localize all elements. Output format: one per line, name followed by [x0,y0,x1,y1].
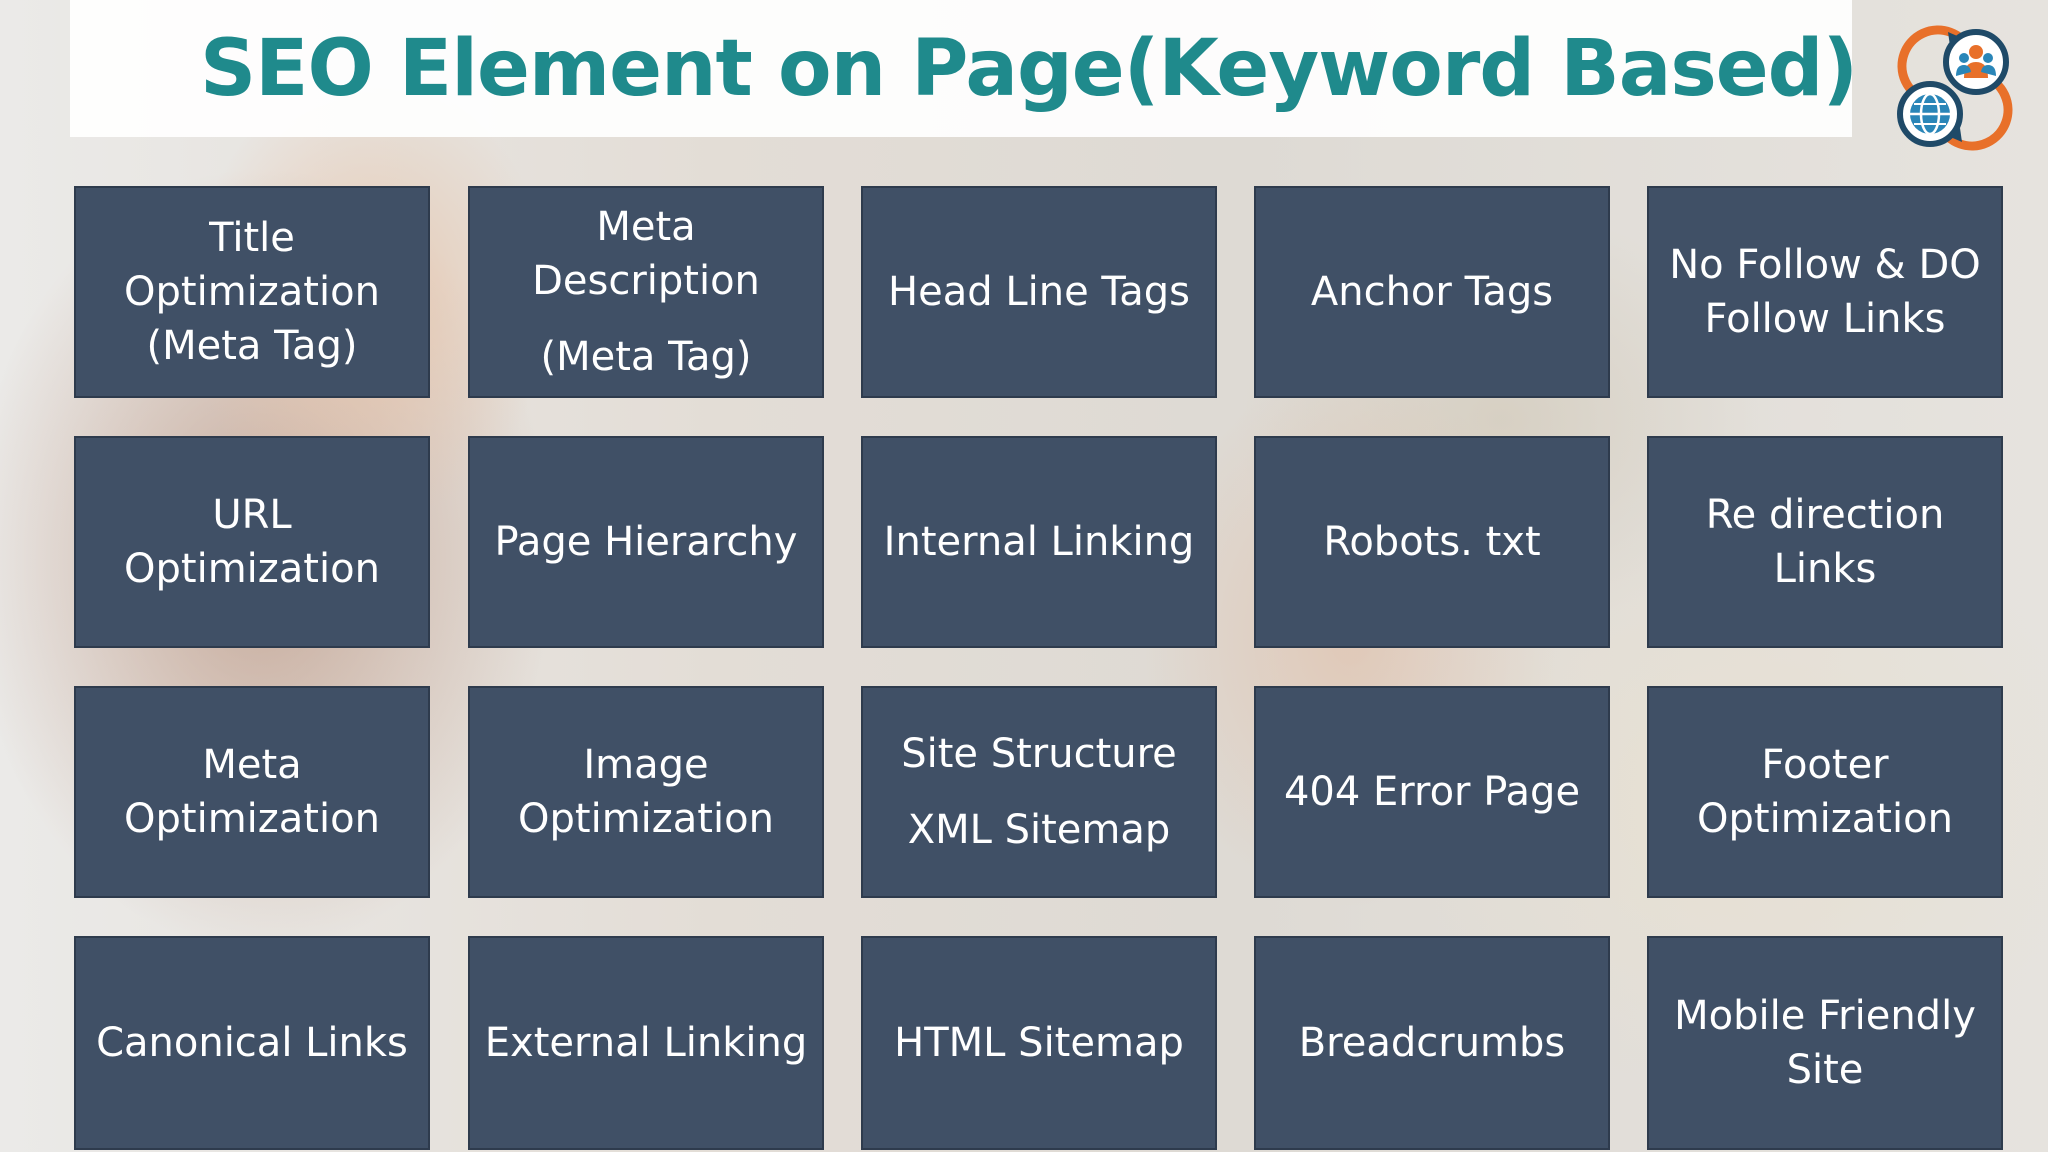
tile-label-line: Re direction [1705,492,1945,538]
page-title: SEO Element on Page(Keyword Based) [200,24,1858,114]
tile-label-line: No Follow & DO [1669,242,1981,288]
tile-label-line: Optimization [124,546,380,592]
tile-label-line: External Linking [484,1020,808,1066]
seo-element-tile: No Follow & DO Follow Links [1647,186,2003,398]
tile-label: Canonical Links [96,1016,408,1070]
seo-element-tile: Head Line Tags [861,186,1217,398]
seo-element-tile: Breadcrumbs [1254,936,1610,1150]
tile-label-line: XML Sitemap [907,807,1171,853]
tile-label-line: Mobile Friendly [1674,993,1976,1039]
title-band [70,0,1852,137]
tile-label-line: Site [1786,1047,1864,1093]
tile-label: 404 Error Page [1284,765,1580,819]
tile-label-line: Head Line Tags [888,269,1190,315]
tile-label: Robots. txt [1323,515,1540,569]
tile-label-line: Canonical Links [96,1020,408,1066]
tile-label-line: URL [212,492,292,538]
tile-label-line: Description [532,258,760,304]
tile-label-line: Robots. txt [1323,519,1541,565]
tile-label: URL Optimization [124,488,380,596]
tile-label-line: Footer [1761,742,1889,788]
seo-element-tile: Internal Linking [861,436,1217,648]
tile-label: External Linking [485,1016,807,1070]
tile-label-line: Meta [596,204,696,250]
tile-label-line: Follow Links [1704,296,1946,342]
seo-element-tile: HTML Sitemap [861,936,1217,1150]
tile-label: HTML Sitemap [894,1016,1184,1070]
tile-label-line: Optimization [518,796,774,842]
globe-people-exchange-icon [1897,25,2013,151]
tile-label-line: Anchor Tags [1310,269,1554,315]
tile-label-line: HTML Sitemap [894,1020,1184,1066]
tile-label-line: Image [583,742,709,788]
seo-element-tile: 404 Error Page [1254,686,1610,898]
tile-label-line: Internal Linking [883,519,1195,565]
tile-label-line: Optimization [1697,796,1953,842]
seo-element-tile: Page Hierarchy [468,436,824,648]
tile-label: No Follow & DO Follow Links [1669,238,1980,346]
tile-label-line: (Meta Tag) [540,334,752,380]
tile-label-line: Site Structure [901,731,1177,777]
tile-label: Internal Linking [884,515,1195,569]
tile-label-line: Optimization [124,796,380,842]
tile-label: Page Hierarchy [495,515,798,569]
tile-label: Head Line Tags [888,265,1190,319]
tile-label: Breadcrumbs [1299,1016,1566,1070]
tile-label-line: Optimization [124,269,380,315]
tile-label-line: 404 Error Page [1283,769,1581,815]
seo-element-tile: Anchor Tags [1254,186,1610,398]
tile-label: Anchor Tags [1311,265,1553,319]
seo-element-tile: Canonical Links [74,936,430,1150]
seo-element-tile: Robots. txt [1254,436,1610,648]
tile-label-line: Title [209,215,295,261]
tile-label-line: Meta [202,742,302,788]
seo-element-tile: URL Optimization [74,436,430,648]
tile-label-line: Links [1773,546,1877,592]
seo-element-tile: External Linking [468,936,824,1150]
tile-label-line: (Meta Tag) [146,323,358,369]
tile-label-line: Page Hierarchy [494,519,798,565]
tile-label-line: Breadcrumbs [1298,1020,1566,1066]
